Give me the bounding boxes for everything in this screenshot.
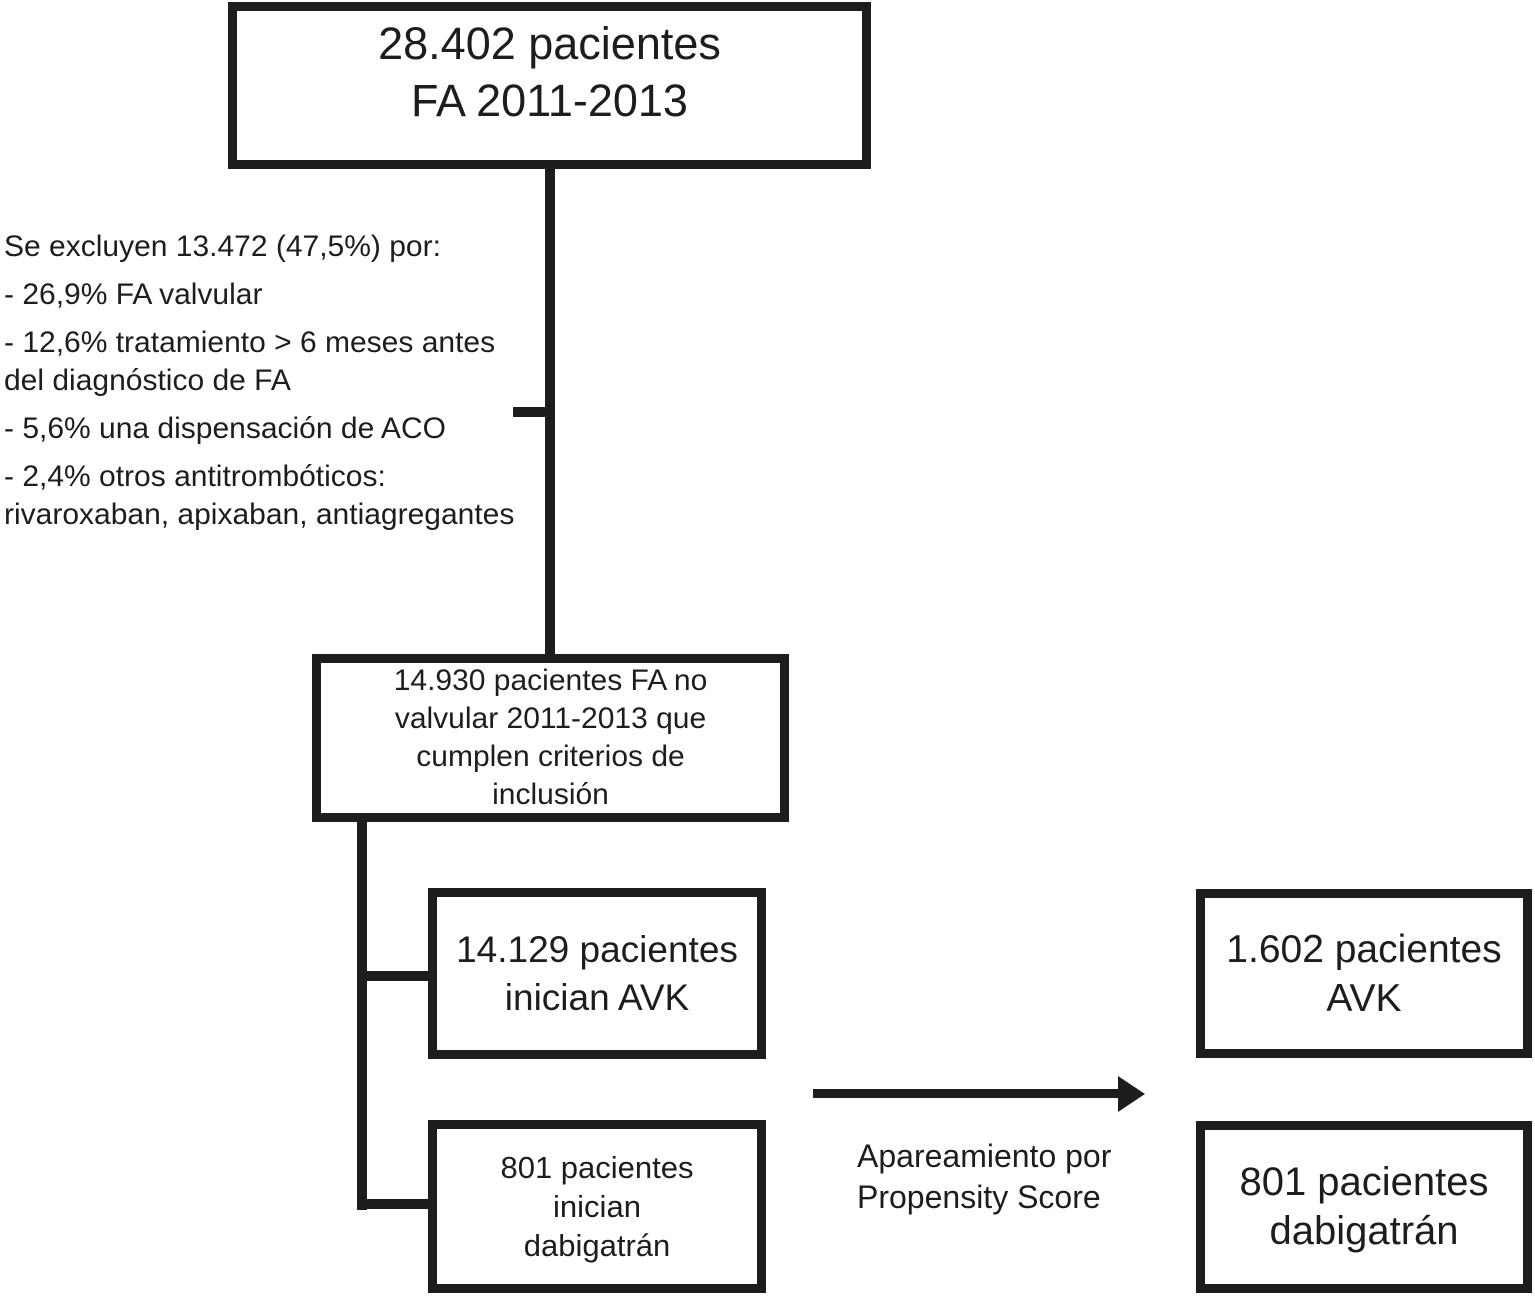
box-included-patients: 14.930 pacientes FA no valvular 2011-201… [312,654,789,822]
box-text-line: 1.602 pacientes [1226,927,1502,971]
exclusion-line: - 2,4% otros antitrombóticos: [4,460,386,493]
connector-branch-to-dabigatran [357,1199,433,1209]
box-dabigatran-initiators: 801 pacientes inician dabigatrán [428,1120,766,1293]
box-dabigatran-matched: 801 pacientes dabigatrán [1196,1121,1532,1293]
box-text-line: cumplen criterios de [416,740,685,773]
propensity-arrow-head-icon [1118,1076,1145,1112]
box-text-line: inician [553,1189,641,1224]
box-avk-initiators: 14.129 pacientes inician AVK [428,888,766,1059]
propensity-arrow-shaft [813,1089,1120,1098]
box-total-patients: 28.402 pacientes FA 2011-2013 [228,2,871,169]
box-text-line: 801 pacientes [1239,1160,1489,1204]
box-text-line: valvular 2011-2013 que [394,702,707,735]
connector-exclusion-tick [513,407,555,417]
exclusion-line: Se excluyen 13.472 (47,5%) por: [4,230,441,263]
exclusion-line: - 26,9% FA valvular [4,278,263,311]
box-text-line: dabigatrán [523,1228,671,1263]
exclusion-line: del diagnóstico de FA [4,364,291,397]
arrow-label-line: Propensity Score [857,1179,1101,1215]
box-avk-matched: 1.602 pacientes AVK [1196,889,1532,1058]
exclusion-line: - 5,6% una dispensación de ACO [4,412,446,445]
exclusion-line: rivaroxaban, apixaban, antiagregantes [4,498,515,531]
box-text-line: AVK [1326,976,1402,1020]
connector-included-branch [357,820,367,1210]
box-text-line: FA 2011-2013 [411,74,688,126]
box-text-line: inician AVK [504,976,690,1018]
box-text-line: 28.402 pacientes [378,17,721,69]
arrow-label-line: Apareamiento por [857,1138,1112,1174]
propensity-arrow-label: Apareamiento por Propensity Score [857,1136,1111,1218]
box-text-line: dabigatrán [1269,1209,1459,1253]
connector-branch-to-avk [357,971,433,981]
exclusion-note: Se excluyen 13.472 (47,5%) por: - 26,9% … [4,228,556,534]
box-text-line: 14.930 pacientes FA no [393,664,708,697]
box-text-line: 801 pacientes [500,1150,694,1185]
box-text-line: inclusión [492,778,609,811]
exclusion-line: - 12,6% tratamiento > 6 meses antes [4,326,496,359]
box-text-line: 14.129 pacientes [456,928,738,970]
